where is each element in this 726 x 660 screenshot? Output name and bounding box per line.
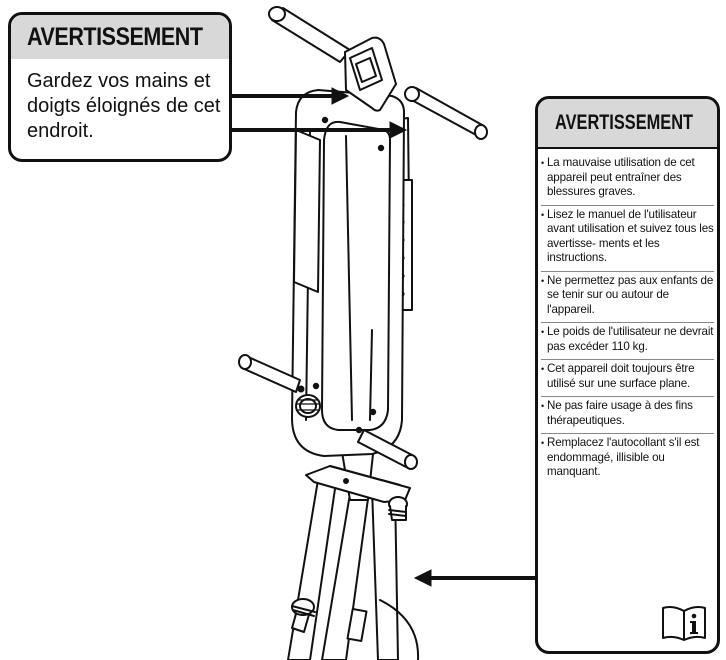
console-display bbox=[344, 36, 397, 112]
warning-header: AVERTISSEMENT bbox=[538, 99, 717, 147]
callout-arrows bbox=[232, 87, 535, 587]
adjustment-knob bbox=[295, 385, 321, 418]
lower-left-grip bbox=[238, 354, 301, 393]
manual-info-icon bbox=[662, 606, 706, 641]
warning-label-left: AVERTISSEMENT Gardez vos mains et doigts… bbox=[8, 12, 232, 162]
warning-message: Gardez vos mains et doigts éloignés de c… bbox=[27, 70, 221, 142]
warning-item: Ne permettez pas aux enfants de se tenir… bbox=[541, 272, 714, 323]
top-handlebar bbox=[268, 6, 351, 63]
lower-knob-left bbox=[291, 598, 316, 633]
warning-list: La mauvaise utilisation de cet appareil … bbox=[538, 149, 717, 485]
side-panel bbox=[293, 129, 321, 293]
warning-header: AVERTISSEMENT bbox=[11, 15, 229, 59]
upper-right-handle bbox=[404, 86, 488, 140]
lower-right-grip bbox=[357, 429, 418, 470]
warning-title: AVERTISSEMENT bbox=[27, 22, 203, 51]
warning-label-right: AVERTISSEMENT La mauvaise utilisation de… bbox=[535, 96, 720, 654]
warning-item: La mauvaise utilisation de cet appareil … bbox=[541, 154, 714, 206]
warning-item: Remplacez l'autocollant s'il est endomma… bbox=[541, 434, 714, 485]
cross-bar bbox=[305, 465, 411, 521]
warning-item: Lisez le manuel de l'utilisateur avant u… bbox=[541, 206, 714, 272]
warning-item: Cet appareil doit toujours être utilisé … bbox=[541, 360, 714, 397]
warning-item: Ne pas faire usage à des fins thérapeuti… bbox=[541, 397, 714, 434]
warning-item: Le poids de l'utilisateur ne devrait pas… bbox=[541, 323, 714, 360]
header-divider bbox=[538, 147, 717, 149]
warning-title: AVERTISSEMENT bbox=[555, 111, 694, 134]
